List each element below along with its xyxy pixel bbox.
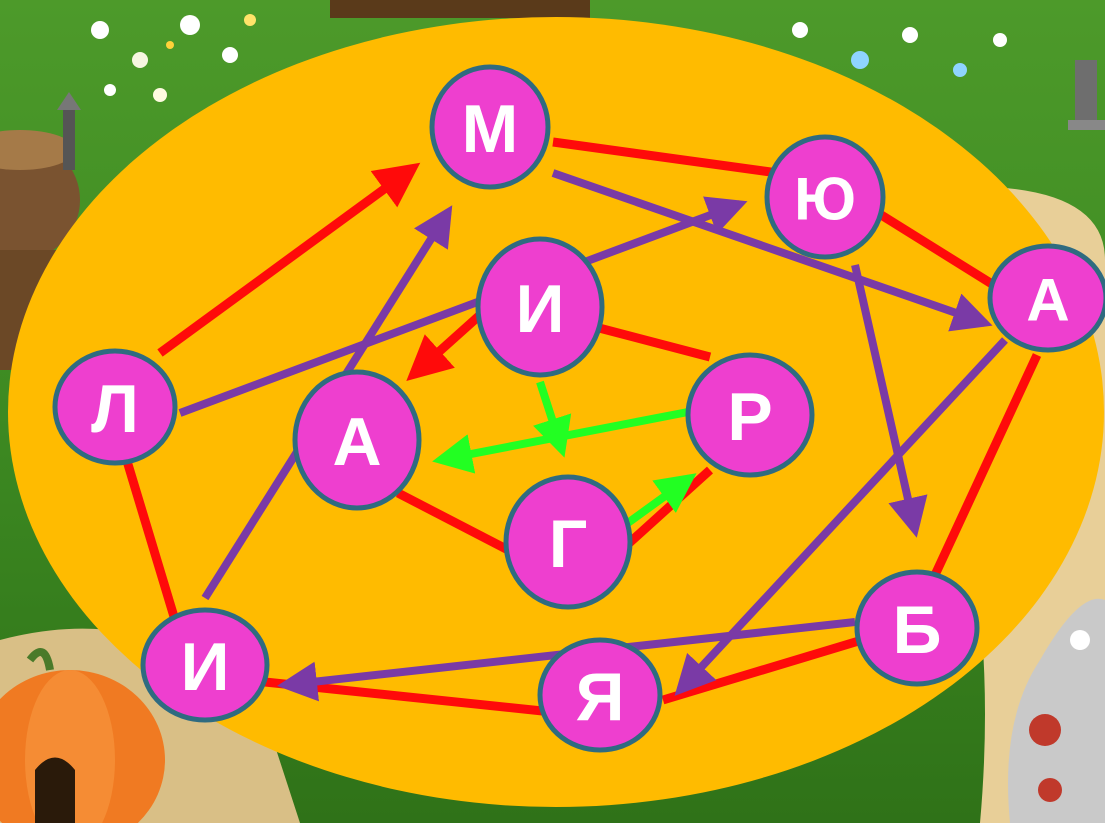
letter-node-label: А <box>332 404 381 480</box>
letter-node-circle <box>475 236 605 378</box>
letter-node-circle <box>854 569 980 687</box>
mushroom-house-icon <box>1008 598 1105 823</box>
letter-node-g[interactable]: Г <box>503 474 633 610</box>
letter-node-a2[interactable]: А <box>292 369 422 511</box>
pumpkin-house-icon <box>0 648 165 823</box>
letter-node-circle <box>685 352 815 478</box>
letter-node-circle <box>292 369 422 511</box>
letter-node-label: Г <box>549 506 588 582</box>
letter-node-circle <box>429 64 551 190</box>
letter-node-label: И <box>181 629 230 705</box>
letter-node-label: А <box>1026 267 1069 334</box>
letter-nodes: М Ю А Л И Р А Г Б И Я <box>52 64 1105 753</box>
letter-node-label: Я <box>576 659 625 735</box>
flower-bed-icon <box>91 14 1007 102</box>
letter-node-m[interactable]: М <box>429 64 551 190</box>
letter-node-circle <box>52 348 178 466</box>
letter-node-circle <box>537 637 663 753</box>
letter-node-circle <box>503 474 633 610</box>
letter-node-b[interactable]: Б <box>854 569 980 687</box>
letter-node-label: Б <box>893 592 942 668</box>
letter-node-circle <box>764 134 886 260</box>
letter-node-label: Ю <box>794 166 856 233</box>
letter-node-circle <box>987 243 1105 353</box>
letter-node-i2[interactable]: И <box>140 607 270 723</box>
letter-node-i1[interactable]: И <box>475 236 605 378</box>
letter-node-label: Р <box>727 379 772 455</box>
letter-node-l[interactable]: Л <box>52 348 178 466</box>
lamp-post-icon <box>57 60 1105 170</box>
letter-node-label: М <box>462 91 519 167</box>
letter-node-r[interactable]: Р <box>685 352 815 478</box>
red-arrows <box>157 162 484 382</box>
letter-node-circle <box>140 607 270 723</box>
letter-node-yu[interactable]: Ю <box>764 134 886 260</box>
letter-node-label: Л <box>91 371 139 447</box>
letter-node-ya[interactable]: Я <box>537 637 663 753</box>
green-arrows <box>432 380 697 529</box>
letter-node-a1[interactable]: А <box>987 243 1105 353</box>
letter-node-label: И <box>516 271 565 347</box>
